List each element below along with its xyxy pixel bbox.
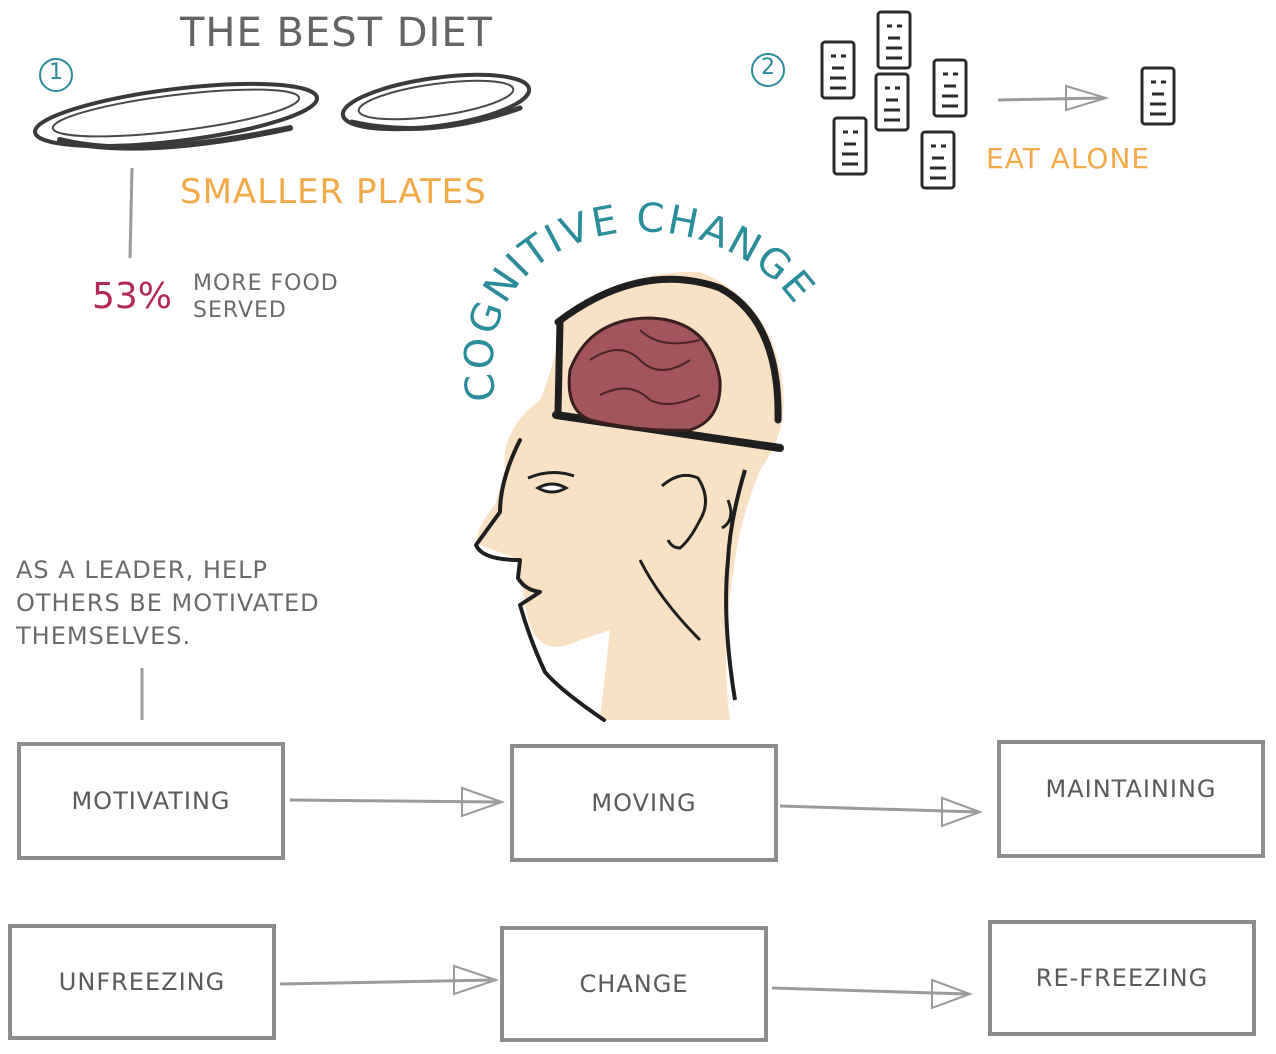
box-unfreezing: UNFREEZING <box>8 924 276 1040</box>
box-change: CHANGE <box>500 926 768 1042</box>
stat-value: 53% <box>92 276 173 317</box>
large-plate-icon <box>33 81 319 151</box>
flow-arrow-2-2-icon <box>771 978 973 1010</box>
flow-arrow-1-1-icon <box>289 786 506 818</box>
stat-description: MORE FOOD SERVED <box>193 270 339 324</box>
box-maintaining: MAINTAINING <box>997 740 1265 858</box>
leader-note-line-2: OTHERS BE MOTIVATED <box>16 589 320 617</box>
eat-alone-label: EAT ALONE <box>986 142 1151 175</box>
small-plate-icon <box>340 72 532 132</box>
single-person-icon <box>1140 66 1176 126</box>
step-2-number: 2 <box>761 55 775 80</box>
leader-note: AS A LEADER, HELP OTHERS BE MOTIVATED TH… <box>16 554 320 653</box>
leader-note-line-1: AS A LEADER, HELP <box>16 556 268 584</box>
flow-arrow-2-1-icon <box>279 964 500 996</box>
plate-stat-connector <box>128 167 134 259</box>
step-2-circle-icon <box>751 53 785 87</box>
smaller-plates-label: SMALLER PLATES <box>180 172 487 212</box>
box-motivating: MOTIVATING <box>17 742 285 860</box>
people-group-icon <box>820 10 968 190</box>
step-1-circle-icon <box>39 58 73 92</box>
step-1-number: 1 <box>49 60 63 85</box>
stat-line-2: SERVED <box>193 298 287 323</box>
leader-note-line-3: THEMSELVES. <box>16 622 192 650</box>
flow-arrow-1-2-icon <box>779 796 983 828</box>
head-profile-icon <box>474 271 784 722</box>
eat-alone-arrow-icon <box>997 84 1110 112</box>
box-re-freezing: RE-FREEZING <box>988 920 1256 1036</box>
stat-line-1: MORE FOOD <box>193 271 339 296</box>
box-moving: MOVING <box>510 744 778 862</box>
diet-title: THE BEST DIET <box>180 10 494 56</box>
